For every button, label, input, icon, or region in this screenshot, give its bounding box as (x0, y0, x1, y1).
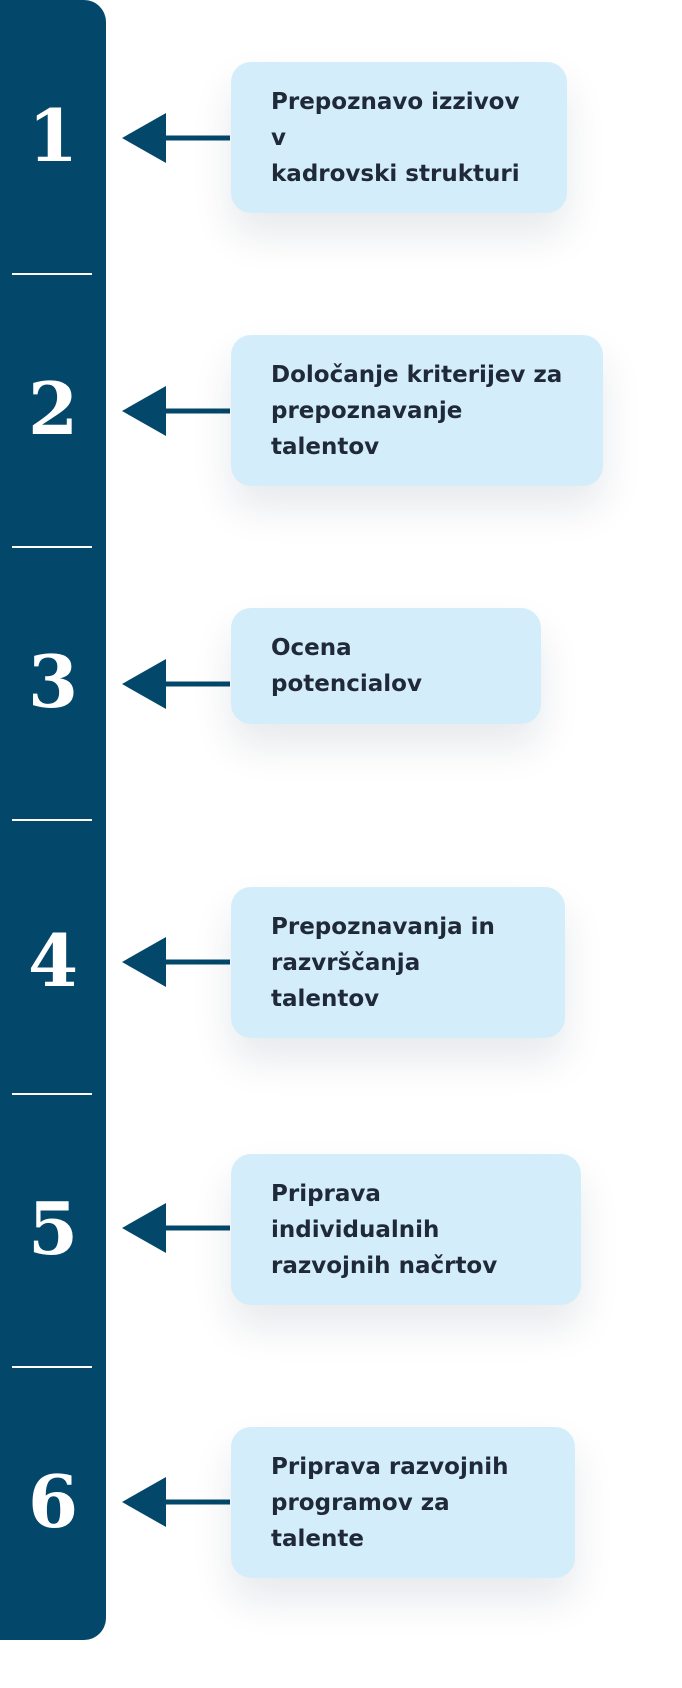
arrow-left-icon (122, 659, 230, 709)
arrow-left-icon (122, 113, 230, 163)
step-2: 2 Določanje kriterijev za prepoznavanje … (0, 273, 682, 546)
step-card: Priprava razvojnih programov za talente (231, 1427, 575, 1578)
step-divider (12, 546, 92, 548)
step-6: 6 Priprava razvojnih programov za talent… (0, 1366, 682, 1639)
step-card: Določanje kriterijev za prepoznavanje ta… (231, 335, 603, 486)
step-number: 3 (27, 639, 79, 724)
step-divider (12, 819, 92, 821)
step-divider (12, 1366, 92, 1368)
step-number: 1 (27, 93, 79, 178)
step-1: 1 Prepoznavo izzivov v kadrovski struktu… (0, 0, 682, 273)
step-number: 2 (27, 366, 79, 451)
step-divider (12, 1093, 92, 1095)
arrow-left-icon (122, 1203, 230, 1253)
step-card: Priprava individualnih razvojnih načrtov (231, 1154, 581, 1305)
arrow-left-icon (122, 386, 230, 436)
step-5: 5 Priprava individualnih razvojnih načrt… (0, 1093, 682, 1366)
arrow-left-icon (122, 937, 230, 987)
step-card: Prepoznavo izzivov v kadrovski strukturi (231, 62, 567, 213)
step-card: Ocena potencialov (231, 608, 541, 724)
step-number: 5 (27, 1186, 79, 1271)
arrow-left-icon (122, 1477, 230, 1527)
step-number: 6 (27, 1459, 79, 1544)
step-number: 4 (27, 918, 79, 1003)
step-4: 4 Prepoznavanja in razvrščanja talentov (0, 819, 682, 1092)
step-3: 3 Ocena potencialov (0, 546, 682, 819)
step-divider (12, 273, 92, 275)
step-card: Prepoznavanja in razvrščanja talentov (231, 887, 565, 1038)
